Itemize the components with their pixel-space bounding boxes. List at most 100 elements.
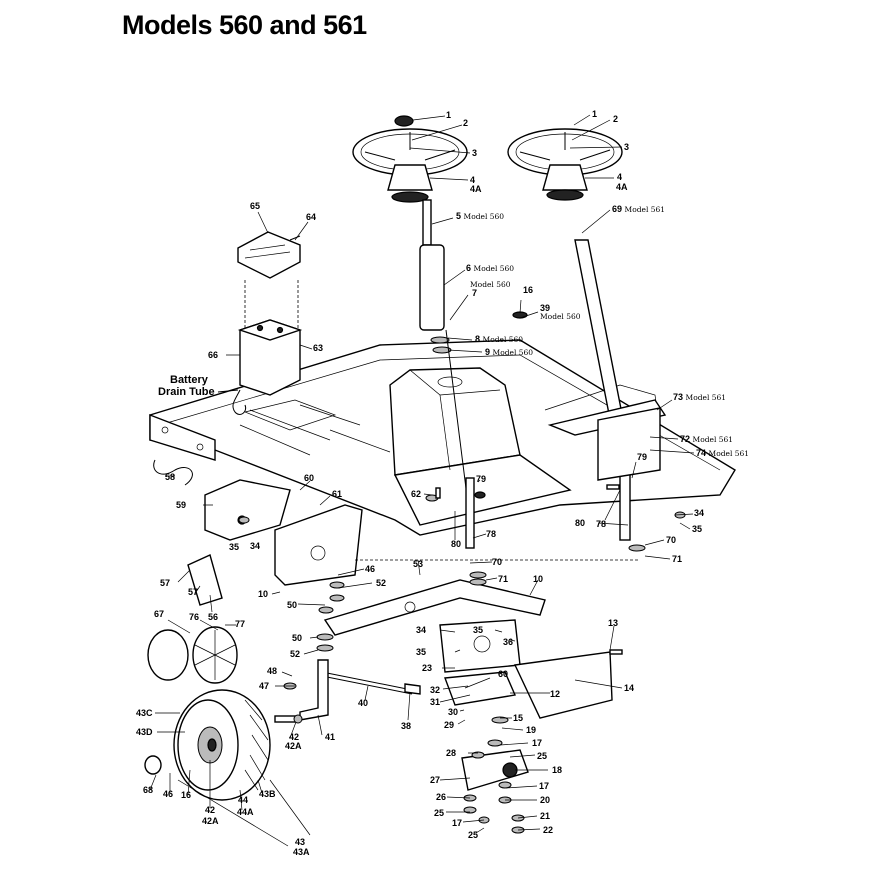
callout-number: 60 [498, 669, 508, 679]
svg-text:42A: 42A [202, 816, 219, 826]
callout-number: 7 [472, 288, 477, 298]
svg-text:47: 47 [259, 681, 269, 691]
svg-text:58: 58 [165, 472, 175, 482]
callout-number: 1 [592, 109, 597, 119]
callout-number: 66 [208, 350, 218, 360]
callout-number: 38 [401, 721, 411, 731]
callout-number: 15 [513, 713, 523, 723]
battery-drain-tube [232, 389, 247, 415]
svg-text:57: 57 [188, 587, 198, 597]
callout-number: 14 [624, 683, 634, 693]
steering-console [389, 367, 572, 526]
dash-panel-561 [547, 399, 667, 481]
callout-number: 44 [238, 795, 248, 805]
svg-text:32: 32 [430, 685, 440, 695]
callout-number: 80 [575, 518, 585, 528]
svg-text:30: 30 [448, 707, 458, 717]
battery-hold-down [237, 231, 301, 279]
svg-text:35: 35 [229, 542, 239, 552]
callout-labels: 1 2 3 4 4A 1 2 3 4 4A 5 Model 560 69 Mod… [136, 109, 749, 857]
svg-text:2: 2 [613, 114, 618, 124]
svg-text:26: 26 [436, 792, 446, 802]
callout-number: 32 [430, 685, 440, 695]
svg-text:34: 34 [250, 541, 260, 551]
callout-number: 21 [540, 811, 550, 821]
callout-number: 17 [539, 781, 549, 791]
callout-number: 22 [543, 825, 553, 835]
callout-number: 2 [463, 118, 468, 128]
svg-text:69 Model 561: 69 Model 561 [612, 204, 665, 214]
callout-number: 52 [290, 649, 300, 659]
callout-number: 34 [694, 508, 704, 518]
callout-number: 57 [188, 587, 198, 597]
callout-number: 58 [165, 472, 175, 482]
steering-gear-sector [461, 749, 529, 791]
callout-number: 53 [413, 559, 423, 569]
callout-number: 16 [181, 790, 191, 800]
callout-number: 3 [472, 148, 477, 158]
svg-text:43D: 43D [136, 727, 153, 737]
callout-number: 4A [616, 182, 628, 192]
callout-number: 17 [452, 818, 462, 828]
callout-number: 27 [430, 775, 440, 785]
callout-number: 12 [550, 689, 560, 699]
callout-number: 46 [163, 789, 173, 799]
svg-text:59: 59 [176, 500, 186, 510]
callout-number: 43A [293, 847, 310, 857]
callout-number: 34 [250, 541, 260, 551]
callout-number: 36 [503, 637, 513, 647]
svg-text:79: 79 [637, 452, 647, 462]
svg-text:4: 4 [470, 175, 475, 185]
callout-number: 10 [258, 589, 268, 599]
svg-text:44A: 44A [237, 807, 254, 817]
svg-text:Model 560: Model 560 [470, 280, 511, 289]
callout-number: 71 [672, 554, 682, 564]
svg-text:9 Model 560: 9 Model 560 [485, 347, 533, 357]
callout-number: 76 [189, 612, 199, 622]
svg-text:21: 21 [540, 811, 550, 821]
callout-number: 57 [160, 578, 170, 588]
callout-number: 42A [285, 741, 302, 751]
steering-plate [274, 504, 363, 586]
svg-text:43C: 43C [136, 708, 153, 718]
leader-lines [149, 114, 695, 847]
svg-text:23: 23 [422, 663, 432, 673]
page-title: Models 560 and 561 [122, 10, 367, 40]
svg-text:77: 77 [235, 619, 245, 629]
svg-text:76: 76 [189, 612, 199, 622]
svg-text:14: 14 [624, 683, 634, 693]
callout-number: 61 [332, 489, 342, 499]
drain-tube-label: Drain Tube [158, 386, 215, 398]
svg-text:43B: 43B [259, 789, 276, 799]
battery-label: Battery [170, 374, 209, 386]
svg-text:29: 29 [444, 720, 454, 730]
svg-text:5 Model 560: 5 Model 560 [456, 211, 504, 221]
callout-number: 43D [136, 727, 153, 737]
wheel-insert [192, 626, 238, 684]
svg-text:50: 50 [287, 600, 297, 610]
svg-text:7: 7 [472, 288, 477, 298]
callout-number: 1 [446, 110, 451, 120]
callout-number: 6 [466, 263, 471, 273]
callout-number: 77 [235, 619, 245, 629]
svg-text:70: 70 [666, 535, 676, 545]
spindle [299, 633, 334, 721]
callout-number: 3 [624, 142, 629, 152]
svg-text:18: 18 [552, 765, 562, 775]
callout-number: 43B [259, 789, 276, 799]
svg-text:70: 70 [492, 557, 502, 567]
callout-number: 2 [613, 114, 618, 124]
svg-text:3: 3 [624, 142, 629, 152]
callout-number: 42 [205, 805, 215, 815]
callout-number: 29 [444, 720, 454, 730]
svg-text:1: 1 [592, 109, 597, 119]
callout-number: 65 [250, 201, 260, 211]
svg-text:34: 34 [416, 625, 426, 635]
svg-text:4: 4 [617, 172, 622, 182]
svg-text:17: 17 [452, 818, 462, 828]
svg-text:79: 79 [476, 474, 486, 484]
callout-number: 35 [692, 524, 702, 534]
svg-text:12: 12 [550, 689, 560, 699]
callout-number: 9 [485, 347, 490, 357]
callout-number: 70 [492, 557, 502, 567]
